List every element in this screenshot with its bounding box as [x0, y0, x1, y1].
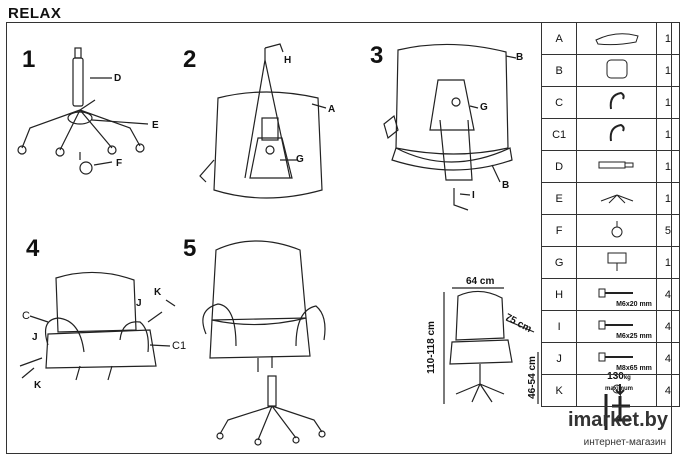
base-icon	[577, 183, 656, 214]
part-image: M8x65 mm	[576, 342, 657, 375]
part-quantity: 4	[655, 278, 680, 311]
watermark: imarket.by	[567, 409, 668, 431]
callout-k-right: K	[154, 287, 162, 298]
armrest-icon	[577, 87, 656, 118]
part-quantity: 4	[655, 310, 680, 343]
part-image	[576, 54, 657, 87]
part-letter: C	[540, 86, 578, 119]
part-spec: M8x65 mm	[616, 365, 652, 372]
step2-drawing	[199, 43, 327, 199]
part-image	[576, 150, 657, 183]
part-quantity: 1	[655, 182, 680, 215]
callout-b-bottom: B	[502, 180, 510, 191]
callout-g-2: G	[296, 154, 304, 165]
part-letter: E	[540, 182, 578, 215]
dimension-drawing	[443, 287, 539, 404]
callout-c1: C1	[172, 340, 187, 352]
gas-lift-icon	[577, 151, 656, 182]
cap-icon	[577, 375, 656, 406]
part-letter: D	[540, 150, 578, 183]
backrest-icon	[577, 55, 656, 86]
step4-drawing	[19, 271, 176, 381]
part-image	[576, 86, 657, 119]
armrest-icon	[577, 119, 656, 150]
part-quantity: 4	[655, 342, 680, 375]
part-letter: G	[540, 246, 578, 279]
callout-e: E	[152, 120, 159, 131]
step-number-1: 1	[22, 46, 36, 73]
part-quantity: 1	[655, 54, 680, 87]
part-spec: M6x20 mm	[616, 301, 652, 308]
part-quantity: 1	[655, 118, 680, 151]
callout-a: A	[328, 104, 336, 115]
part-image	[576, 214, 657, 247]
product-title: RELAX	[8, 5, 62, 22]
step1-drawing	[17, 47, 149, 175]
part-image: M6x20 mm	[576, 278, 657, 311]
part-image	[576, 246, 657, 279]
part-letter: J	[540, 342, 578, 375]
watermark-subtitle: интернет-магазин	[583, 437, 666, 448]
callout-b-top: B	[516, 52, 524, 63]
parts-row: C1 1	[540, 118, 680, 151]
callout-g-3: G	[480, 102, 488, 113]
bolt-icon	[577, 311, 656, 342]
part-letter: I	[540, 310, 578, 343]
part-quantity: 1	[655, 22, 680, 55]
part-letter: F	[540, 214, 578, 247]
dimension-seat-height: 46-54 cm	[526, 356, 538, 399]
callout-j-left: J	[32, 332, 38, 343]
callout-c: C	[22, 310, 30, 322]
bolt-icon	[577, 279, 656, 310]
callout-i: I	[472, 190, 475, 201]
part-quantity: 5	[655, 214, 680, 247]
callout-f: F	[116, 158, 123, 169]
part-image	[576, 374, 657, 407]
step3-drawing	[383, 43, 517, 211]
part-image	[576, 182, 657, 215]
part-image: M6x25 mm	[576, 310, 657, 343]
callout-j-right: J	[136, 298, 142, 309]
part-spec: M6x25 mm	[616, 333, 652, 340]
part-letter: C1	[540, 118, 578, 151]
part-quantity: 1	[655, 86, 680, 119]
dimension-width: 64 cm	[466, 276, 495, 287]
step-number-2: 2	[183, 46, 197, 73]
seat-icon	[577, 23, 656, 54]
part-letter: B	[540, 54, 578, 87]
castor-icon	[577, 215, 656, 246]
part-letter: K	[540, 374, 578, 407]
part-image	[576, 118, 657, 151]
part-quantity: 1	[655, 150, 680, 183]
step-number-4: 4	[26, 235, 40, 262]
bolt-icon	[577, 343, 656, 374]
callout-k-left: K	[34, 380, 42, 391]
step-number-3: 3	[370, 42, 384, 69]
part-quantity: 1	[655, 246, 680, 279]
callout-d: D	[114, 73, 122, 84]
part-letter: H	[540, 278, 578, 311]
dimension-height: 110-118 cm	[425, 321, 437, 374]
callout-h: H	[284, 55, 292, 66]
part-quantity: 4	[655, 374, 680, 407]
mechanism-icon	[577, 247, 656, 278]
step-number-5: 5	[183, 235, 197, 262]
step5-drawing	[202, 240, 326, 446]
part-image	[576, 22, 657, 55]
part-letter: A	[540, 22, 578, 55]
